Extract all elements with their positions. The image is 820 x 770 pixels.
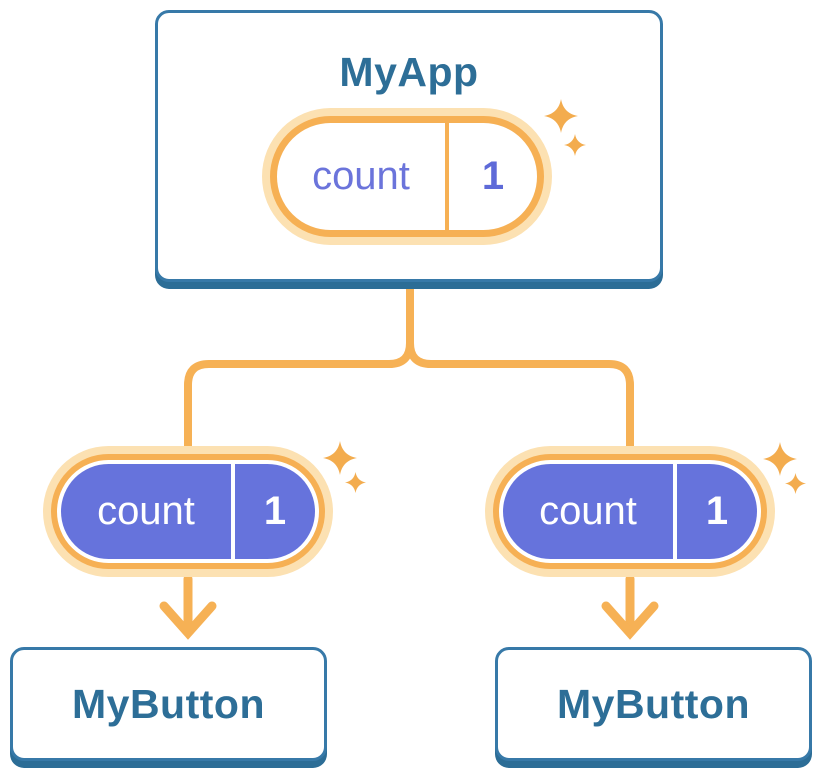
prop-value: 1 [231, 464, 315, 559]
component-title: MyButton [71, 680, 265, 727]
prop-pill-right: count 1 [493, 454, 767, 569]
prop-name: count [97, 489, 195, 533]
sparkle-icon [763, 442, 797, 476]
mybutton-card-right: MyButton [495, 647, 812, 761]
sparkle-icon [785, 473, 806, 494]
sparkle-icon [544, 99, 578, 133]
prop-arrow-left [159, 574, 217, 640]
sparkle-icon [345, 472, 366, 493]
prop-pill-left: count 1 [51, 454, 325, 569]
prop-value: 1 [673, 464, 757, 559]
state-value: 1 [445, 123, 537, 230]
mybutton-card-left: MyButton [10, 647, 327, 761]
prop-name: count [539, 489, 637, 533]
connector-branch-left [184, 342, 414, 447]
prop-arrow-right [601, 574, 659, 640]
component-title: MyButton [556, 680, 750, 727]
connector-branch-right [406, 342, 634, 448]
sparkle-icon [564, 134, 586, 156]
state-pill: count 1 [270, 116, 544, 237]
component-title: MyApp [339, 49, 479, 95]
prop-pill-inner: count 1 [61, 464, 315, 559]
sparkle-icon [323, 441, 357, 475]
prop-pill-inner: count 1 [503, 464, 757, 559]
state-name: count [312, 154, 410, 198]
